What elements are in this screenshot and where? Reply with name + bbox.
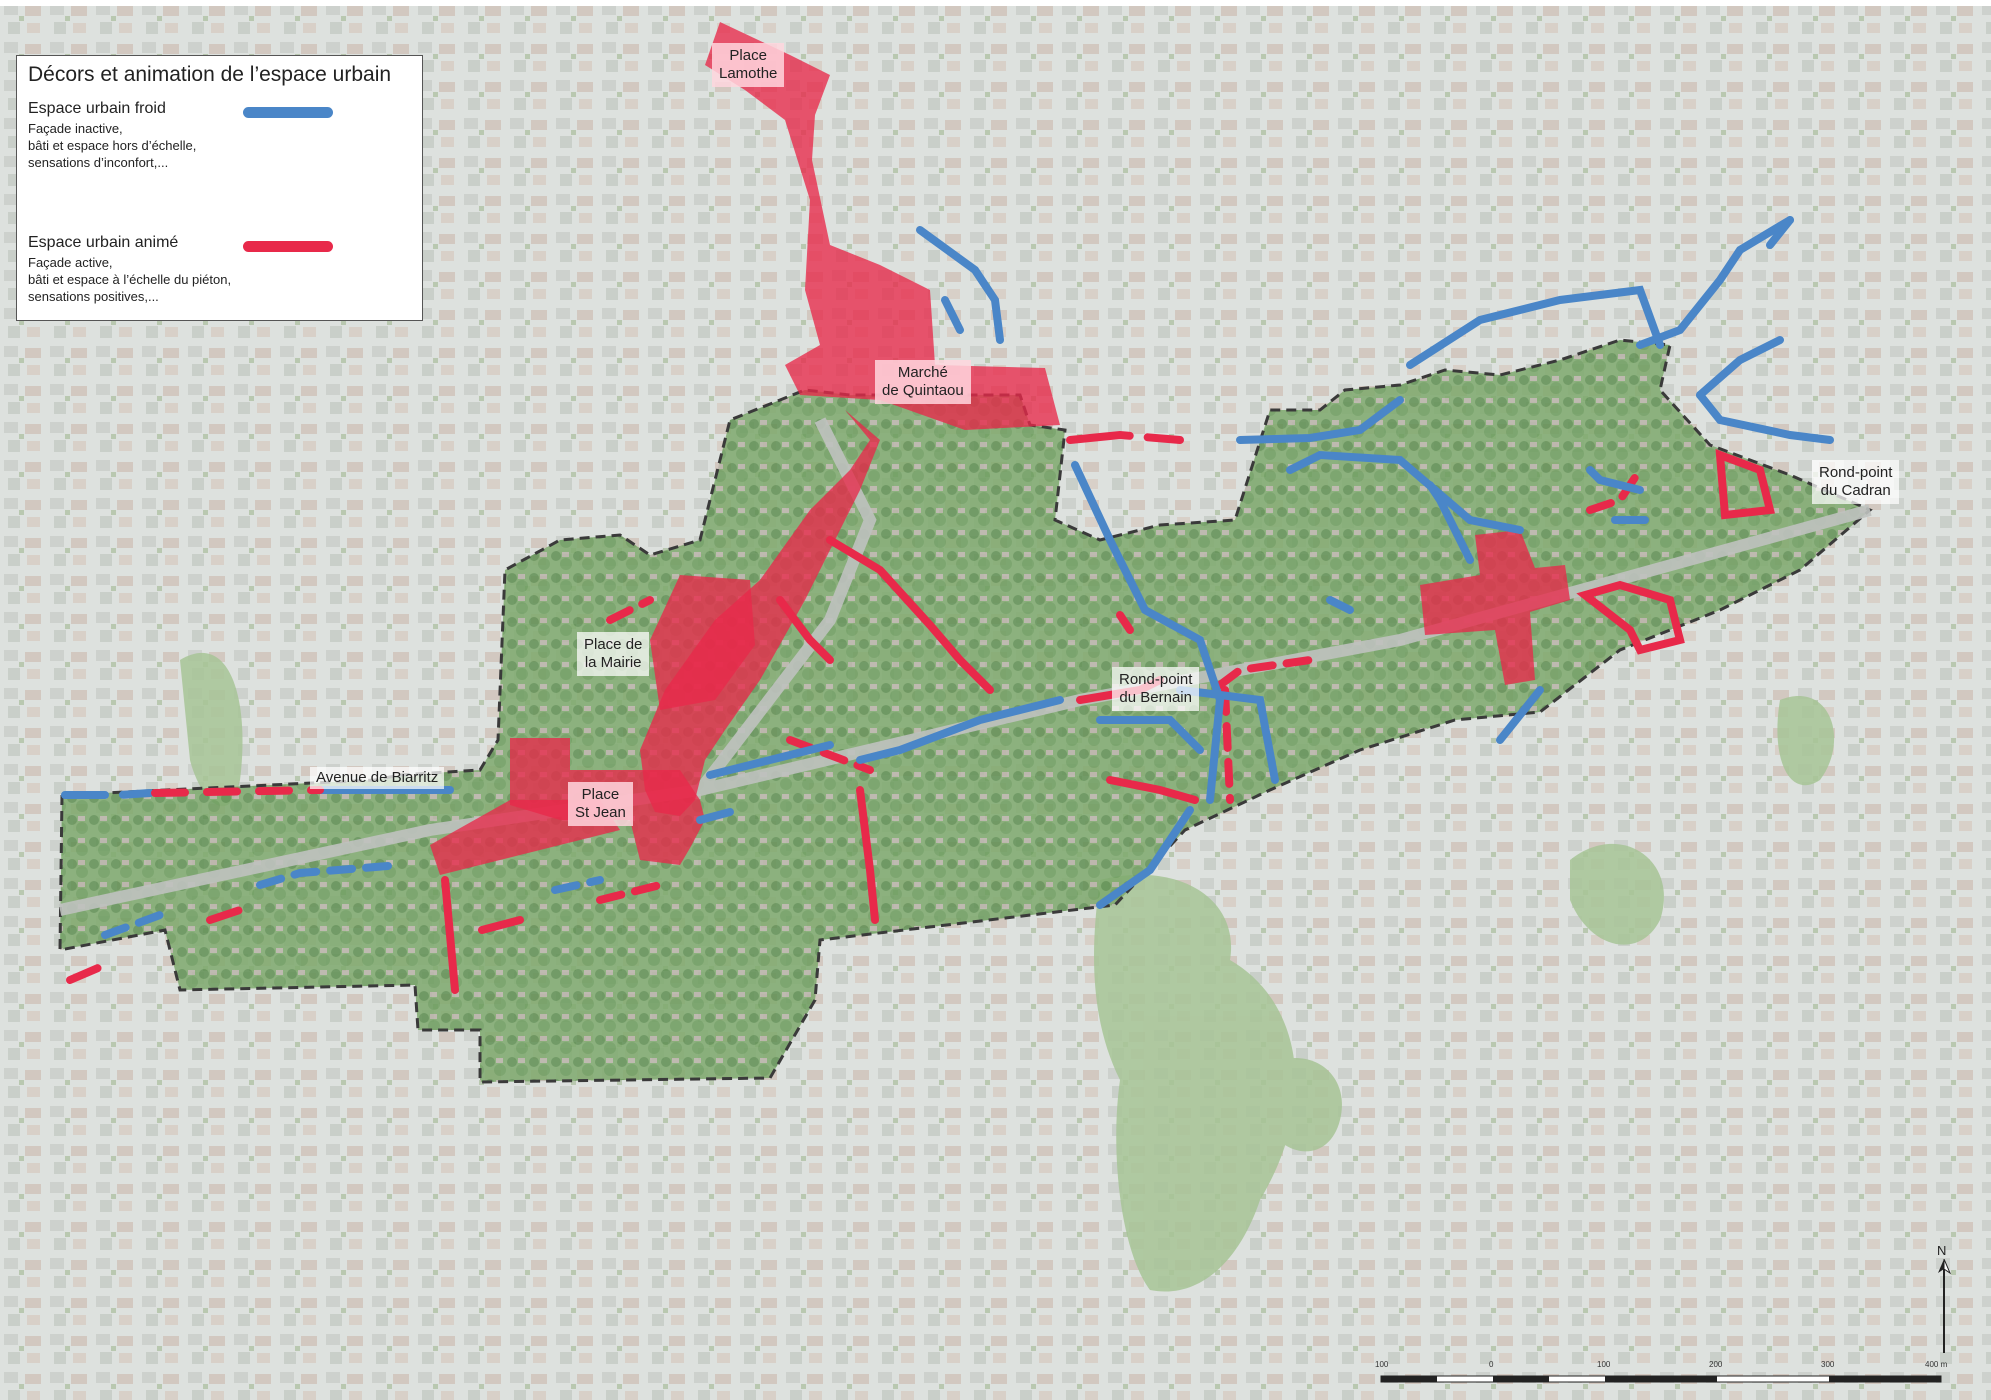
red-street-2 xyxy=(776,596,834,664)
zone-place-mairie xyxy=(650,575,755,710)
legend-lively-swatch xyxy=(243,241,333,252)
green-patch-east xyxy=(1570,843,1664,945)
blue-street-23 xyxy=(551,876,604,894)
cold-streets[interactable] xyxy=(61,216,1834,939)
zone-place-lamothe xyxy=(705,22,1060,430)
zone-cadran-cross xyxy=(1420,530,1570,685)
red-street-11 xyxy=(1216,656,1314,689)
blue-street-10 xyxy=(1696,391,1834,444)
label-place-st-jean: Place St Jean xyxy=(568,782,633,826)
label-marche-quintaou: Marché de Quintaou xyxy=(875,360,971,404)
blue-street-18 xyxy=(1326,596,1354,614)
north-arrow: N xyxy=(1932,1243,1956,1355)
scale-tick-1: 100 xyxy=(1375,1360,1389,1369)
legend-cold-line-3: sensations d’inconfort,... xyxy=(28,155,169,170)
red-street-13 xyxy=(1106,776,1199,804)
scale-tick-6: 400 m xyxy=(1925,1360,1948,1369)
blue-street-9 xyxy=(1696,336,1784,399)
blue-street-11 xyxy=(1426,481,1474,564)
label-marche-quintaou-line-1: Marché xyxy=(897,364,948,381)
blue-street-22 xyxy=(101,911,164,939)
scale-bar-graphic xyxy=(1380,1375,1942,1383)
label-place-mairie-line-1: Place de xyxy=(584,636,643,653)
north-arrow-label: N xyxy=(1937,1243,1947,1258)
blue-street-8 xyxy=(1766,216,1794,249)
label-place-lamothe-line-2: Lamothe xyxy=(719,65,778,82)
blue-street-24 xyxy=(696,808,734,824)
label-avenue-de-biarritz: Avenue de Biarritz xyxy=(310,767,445,789)
vegetation-patches xyxy=(180,652,1835,1292)
legend-lively-line-2: bâti et espace à l’échelle du piéton, xyxy=(28,272,232,287)
blue-street-12 xyxy=(1176,686,1279,784)
blue-street-14 xyxy=(1096,806,1194,909)
red-street-8 xyxy=(596,881,664,904)
legend-cold-swatch xyxy=(243,107,333,118)
blue-street-21 xyxy=(256,861,404,889)
blue-street-16 xyxy=(706,741,834,779)
label-rond-point-bernain-line-1: Rond-point xyxy=(1119,671,1193,688)
red-street-1 xyxy=(826,536,994,694)
lively-zones[interactable] xyxy=(430,22,1570,875)
scale-tick-3: 100 xyxy=(1597,1360,1611,1369)
label-place-st-jean-line-2: St Jean xyxy=(575,804,626,821)
red-street-17 xyxy=(1116,611,1134,634)
scale-tick-2: 0 xyxy=(1489,1360,1494,1369)
label-rond-point-cadran-line-1: Rond-point xyxy=(1819,464,1893,481)
red-street-4 xyxy=(606,596,654,624)
north-arrow-icon xyxy=(1938,1259,1952,1353)
label-rond-point-bernain: Rond-point du Bernain xyxy=(1112,667,1200,711)
scale-bar: 100 0 100 200 300 400 m xyxy=(1375,1360,1948,1390)
blue-street-4 xyxy=(1236,396,1404,444)
label-place-lamothe: Place Lamothe xyxy=(712,43,785,87)
green-patch-south-center xyxy=(1270,1058,1342,1152)
label-place-lamothe-line-1: Place xyxy=(729,47,767,64)
blue-street-25 xyxy=(1586,466,1644,494)
label-place-st-jean-line-1: Place xyxy=(581,786,620,803)
scale-tick-5: 300 xyxy=(1821,1360,1835,1369)
green-patch-west xyxy=(180,652,243,807)
blue-street-2 xyxy=(941,296,964,334)
blue-street-13 xyxy=(1096,716,1204,754)
scale-tick-4: 200 xyxy=(1709,1360,1723,1369)
label-rond-point-cadran: Rond-point du Cadran xyxy=(1812,460,1900,504)
legend-lively-line-3: sensations positives,... xyxy=(28,289,159,304)
legend-title: Décors et animation de l’espace urbain xyxy=(28,63,392,86)
red-street-16 xyxy=(1586,466,1644,514)
red-street-9 xyxy=(1066,430,1184,444)
zone-axis-mairie xyxy=(640,410,880,816)
label-place-mairie-line-2: la Mairie xyxy=(584,654,642,671)
label-place-mairie: Place de la Mairie xyxy=(577,632,650,676)
red-street-7 xyxy=(478,916,524,934)
blue-street-15 xyxy=(856,696,1064,764)
legend: Décors et animation de l’espace urbain E… xyxy=(16,55,423,321)
legend-cold-line-2: bâti et espace hors d’échelle, xyxy=(28,138,197,153)
green-patch-far-east xyxy=(1777,696,1835,786)
red-street-12 xyxy=(1221,686,1234,804)
blue-street-6 xyxy=(1406,285,1664,369)
biarritz-red-dashes xyxy=(66,786,324,984)
red-street-5 xyxy=(856,786,879,924)
blue-street-1 xyxy=(916,226,1004,344)
label-marche-quintaou-line-2: de Quintaou xyxy=(882,382,964,399)
label-rond-point-cadran-line-2: du Cadran xyxy=(1820,482,1891,499)
legend-lively-heading: Espace urbain animé xyxy=(28,234,179,251)
red-street-3 xyxy=(786,736,874,774)
blue-street-3 xyxy=(1071,461,1225,804)
blue-street-17 xyxy=(1496,686,1544,744)
white-frame-top xyxy=(0,0,1991,6)
red-street-14 xyxy=(1576,580,1685,655)
green-patch-south-big xyxy=(1094,874,1296,1292)
blue-street-19 xyxy=(61,789,154,799)
blue-street-5 xyxy=(1286,450,1524,534)
legend-lively-line-1: Façade active, xyxy=(28,255,113,270)
red-street-15 xyxy=(1715,449,1775,520)
label-rond-point-bernain-line-2: du Bernain xyxy=(1119,689,1192,706)
study-perimeter xyxy=(58,338,1873,1084)
legend-cold-line-1: Façade inactive, xyxy=(28,121,123,136)
legend-cold-heading: Espace urbain froid xyxy=(28,100,166,117)
red-street-6 xyxy=(441,876,459,994)
blue-street-7 xyxy=(1636,216,1794,349)
